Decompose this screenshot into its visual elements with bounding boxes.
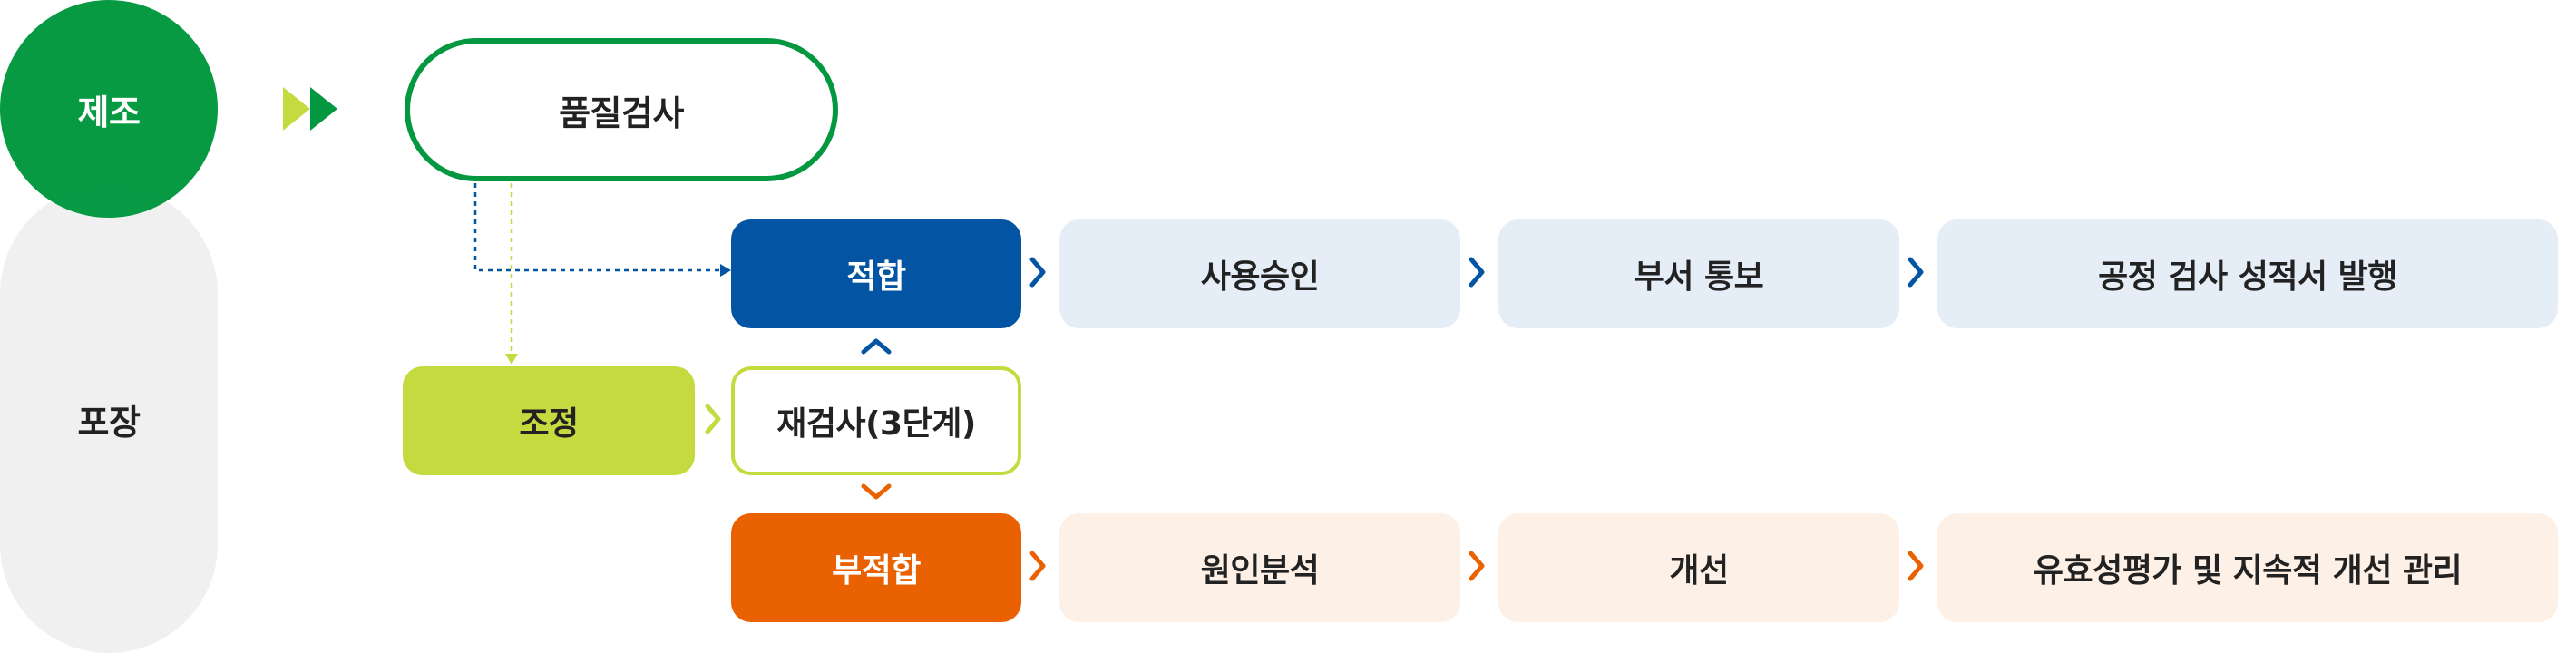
node-pass-label: 적합 xyxy=(846,258,906,296)
chevron-right-icon xyxy=(1469,551,1485,581)
node-pass: 적합 xyxy=(731,219,1021,328)
chevron-down-icon xyxy=(861,483,892,500)
node-improve-label: 개선 xyxy=(1669,552,1729,590)
double-play-icon xyxy=(283,87,337,131)
node-inspection: 품질검사 xyxy=(405,38,838,181)
node-approve-label: 사용승인 xyxy=(1200,258,1320,296)
chevron-right-icon xyxy=(1908,257,1924,288)
node-report-label: 공정 검사 성적서 발행 xyxy=(2098,258,2397,296)
node-approve: 사용승인 xyxy=(1059,219,1460,328)
chevron-right-icon xyxy=(705,404,721,434)
stage-packaging: 포장 xyxy=(0,185,218,653)
dotted-connector-adjust xyxy=(505,183,518,365)
node-evaluate: 유효성평가 및 지속적 개선 관리 xyxy=(1937,513,2558,622)
node-reinspect: 재검사(3단계) xyxy=(731,366,1021,475)
chevron-right-icon xyxy=(1908,551,1924,581)
node-fail: 부적합 xyxy=(731,513,1021,622)
chevron-right-icon xyxy=(1469,257,1485,288)
node-reinspect-label: 재검사(3단계) xyxy=(776,405,976,443)
node-root-cause: 원인분석 xyxy=(1059,513,1460,622)
node-report: 공정 검사 성적서 발행 xyxy=(1937,219,2558,328)
node-inspection-label: 품질검사 xyxy=(559,93,684,133)
node-evaluate-label: 유효성평가 및 지속적 개선 관리 xyxy=(2033,552,2463,590)
stage-manufacturing: 제조 xyxy=(0,0,218,218)
node-notify-label: 부서 통보 xyxy=(1634,258,1764,296)
chevron-right-icon xyxy=(1029,551,1046,581)
chevron-up-icon xyxy=(861,338,892,355)
node-root-cause-label: 원인분석 xyxy=(1200,552,1320,590)
node-adjust-label: 조정 xyxy=(519,405,579,443)
node-notify: 부서 통보 xyxy=(1498,219,1899,328)
stage-packaging-label: 포장 xyxy=(77,402,141,443)
node-improve: 개선 xyxy=(1498,513,1899,622)
dotted-connector-pass xyxy=(473,183,731,277)
node-adjust: 조정 xyxy=(403,366,695,475)
chevron-right-icon xyxy=(1029,257,1046,288)
node-fail-label: 부적합 xyxy=(832,552,921,590)
stage-manufacturing-label: 제조 xyxy=(77,92,141,132)
